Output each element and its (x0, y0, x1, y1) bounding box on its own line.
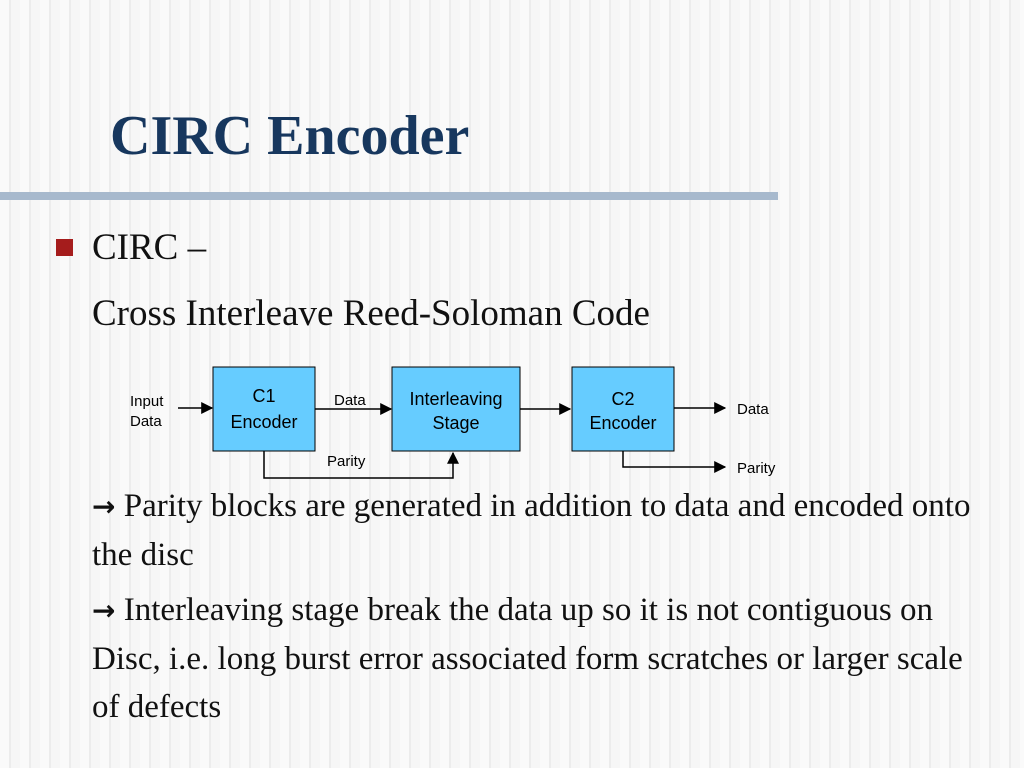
c2-encoder-label-line1: C2 (611, 389, 634, 409)
bullet-line-1: CIRC – (92, 227, 207, 268)
interleaving-stage-block (391, 366, 521, 452)
c2-encoder-block (571, 366, 675, 452)
interleaving-stage-label-line2: Stage (432, 413, 479, 433)
paragraph-interleaving: → Interleaving stage break the data up s… (92, 586, 992, 731)
right-arrow-icon: → (92, 594, 116, 627)
bullet-line-2: Cross Interleave Reed-Soloman Code (92, 293, 650, 334)
square-bullet-icon (56, 239, 73, 256)
paragraph-parity-text: Parity blocks are generated in addition … (92, 488, 971, 573)
paragraph-parity: → Parity blocks are generated in additio… (92, 482, 992, 579)
right-arrow-icon: → (92, 490, 116, 523)
slide-title: CIRC Encoder (110, 105, 470, 167)
c1-data-edge-label: Data (334, 392, 366, 409)
c2-encoder-label-line2: Encoder (589, 413, 656, 433)
output-parity-label: Parity (737, 460, 776, 477)
interleaving-stage-label-line1: Interleaving (409, 389, 502, 409)
output-parity-path (622, 451, 727, 473)
parity-feed-path (263, 451, 459, 479)
c1-encoder-block (212, 366, 316, 452)
input-data-label-line2: Data (130, 413, 162, 430)
output-data-label: Data (737, 401, 769, 418)
c1-encoder-label-line2: Encoder (230, 412, 297, 432)
parity-feed-label: Parity (327, 453, 366, 470)
input-data-label-line1: Input (130, 393, 164, 410)
title-divider (0, 192, 778, 200)
c1-encoder-label-line1: C1 (252, 386, 275, 406)
paragraph-interleaving-text: Interleaving stage break the data up so … (92, 592, 963, 725)
